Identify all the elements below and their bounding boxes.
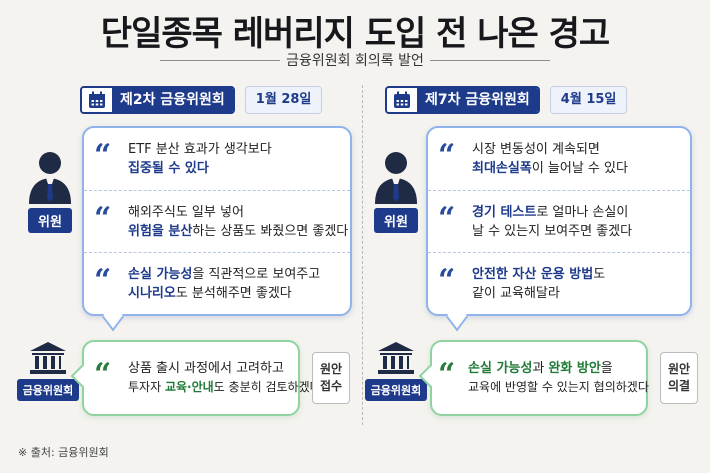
subtitle-row: 금융위원회 회의록 발언: [0, 50, 710, 70]
right-quote-2-line-2: 날 수 있는지 보여주면 좋겠다: [472, 223, 633, 239]
left-member-bubble: “ ETF 분산 효과가 생각보다 집중될 수 있다 “ 해외주식도 일부 넣어…: [82, 126, 352, 316]
quote-icon: “: [438, 357, 456, 392]
left-quote-2-line-1: 해외주식도 일부 넣어: [128, 204, 244, 220]
right-quote-3-highlight: 안전한 자산 운용 방법: [472, 266, 594, 282]
right-meeting-bar: 제7차 금융위원회 4월 15일: [385, 86, 628, 114]
left-institution: 금융위원회: [8, 340, 88, 401]
left-meeting-tag: 제2차 금융위원회: [80, 86, 235, 114]
right-reply-highlight-2: 완화 방안: [548, 361, 601, 376]
left-quote-2: “ 해외주식도 일부 넣어 위험을 분산하는 상품도 봐줬으면 좋겠다: [84, 190, 350, 252]
left-quote-3: “ 손실 가능성을 직관적으로 보여주고 시나리오도 분석해주면 좋겠다: [84, 252, 350, 314]
source-note: ※ 출처: 금융위원회: [18, 446, 109, 459]
right-quote-2-highlight: 경기 테스트: [472, 204, 537, 220]
left-member: 위원: [20, 148, 80, 233]
right-status-line-1: 원안: [667, 362, 691, 376]
right-status-box: 원안 의결: [660, 352, 698, 404]
right-reply-mid: 과: [532, 361, 549, 376]
right-reply-line-1-rest: 을: [600, 361, 613, 376]
right-reply-bubble: “ 손실 가능성과 완화 방안을 교육에 반영할 수 있는지 협의하겠다: [430, 340, 649, 416]
right-quote-3: “ 안전한 자산 운용 방법도 같이 교육해달라: [428, 252, 690, 314]
subtitle-line-left: [160, 60, 280, 61]
institution-building-icon: [378, 342, 414, 374]
left-reply-highlight: 교육·안내: [164, 380, 214, 394]
left-reply-bubble: “ 상품 출시 과정에서 고려하고 투자자 교육·안내도 충분히 검토하겠다: [82, 340, 321, 416]
left-date: 1월 28일: [244, 86, 323, 114]
subtitle-line-right: [430, 60, 550, 61]
right-meeting-label: 제7차 금융위원회: [417, 88, 538, 112]
right-member-label: 위원: [374, 208, 418, 233]
left-member-label: 위원: [28, 208, 72, 233]
quote-icon: “: [438, 262, 456, 298]
right-quote-3-line-2: 같이 교육해달라: [472, 285, 560, 301]
right-quote-2: “ 경기 테스트로 얼마나 손실이 날 수 있는지 보여주면 좋겠다: [428, 190, 690, 252]
page-title: 단일종목 레버리지 도입 전 나온 경고: [100, 14, 610, 54]
person-icon: [29, 152, 71, 204]
left-quote-3-line-1-rest: 을 직관적으로 보여주고: [192, 266, 321, 282]
left-reply-pre: 투자자: [128, 380, 165, 394]
left-status-box: 원안 접수: [312, 352, 350, 404]
quote-icon: “: [438, 138, 456, 173]
left-reply-rest: 도 충분히 검토하겠다: [213, 380, 321, 394]
calendar-icon: [82, 88, 112, 112]
right-quote-1-line-2-rest: 이 늘어날 수 있다: [531, 161, 628, 176]
column-divider: [362, 85, 363, 425]
quote-icon: “: [94, 200, 112, 236]
left-quote-3-highlight-2: 시나리오: [128, 285, 176, 301]
right-institution-label: 금융위원회: [364, 379, 428, 401]
left-quote-3-highlight-1: 손실 가능성: [128, 266, 193, 282]
left-institution-label: 금융위원회: [16, 379, 80, 401]
right-quote-1: “ 시장 변동성이 계속되면 최대손실폭이 늘어날 수 있다: [428, 128, 690, 190]
quote-icon: “: [94, 357, 112, 392]
left-quote-2-line-2-rest: 하는 상품도 봐줬으면 좋겠다: [192, 223, 349, 239]
left-quote-1-line-1: ETF 분산 효과가 생각보다: [128, 142, 272, 157]
quote-icon: “: [438, 200, 456, 236]
calendar-icon: [387, 88, 417, 112]
right-reply-highlight-1: 손실 가능성: [468, 361, 533, 376]
institution-building-icon: [30, 342, 66, 374]
left-quote-2-highlight: 위험을 분산: [128, 223, 193, 239]
quote-icon: “: [94, 262, 112, 298]
left-status-line-2: 접수: [319, 379, 343, 393]
right-quote-2-line-1-rest: 로 얼마나 손실이: [536, 204, 629, 220]
left-meeting-bar: 제2차 금융위원회 1월 28일: [80, 86, 323, 114]
left-quote-3-line-2-rest: 도 분석해주면 좋겠다: [175, 285, 292, 301]
right-date: 4월 15일: [549, 86, 628, 114]
right-status-line-2: 의결: [667, 379, 691, 393]
right-member-bubble: “ 시장 변동성이 계속되면 최대손실폭이 늘어날 수 있다 “ 경기 테스트로…: [426, 126, 692, 316]
right-institution: 금융위원회: [356, 340, 436, 401]
right-reply-line-2: 교육에 반영할 수 있는지 협의하겠다: [468, 380, 649, 394]
left-quote-1: “ ETF 분산 효과가 생각보다 집중될 수 있다: [84, 128, 350, 190]
right-meeting-tag: 제7차 금융위원회: [385, 86, 540, 114]
left-status-line-1: 원안: [319, 362, 343, 376]
right-quote-3-line-1-rest: 도: [593, 266, 606, 282]
quote-icon: “: [94, 138, 112, 173]
right-member: 위원: [366, 148, 426, 233]
left-reply: “ 상품 출시 과정에서 고려하고 투자자 교육·안내도 충분히 검토하겠다: [84, 342, 321, 414]
person-icon: [375, 152, 417, 204]
left-reply-line-1: 상품 출시 과정에서 고려하고: [128, 361, 284, 376]
left-meeting-label: 제2차 금융위원회: [112, 88, 233, 112]
left-quote-1-highlight: 집중될 수 있다: [128, 161, 209, 176]
right-quote-1-line-1: 시장 변동성이 계속되면: [472, 142, 600, 157]
subtitle: 금융위원회 회의록 발언: [278, 53, 432, 69]
right-reply: “ 손실 가능성과 완화 방안을 교육에 반영할 수 있는지 협의하겠다: [432, 342, 649, 414]
right-quote-1-highlight: 최대손실폭: [472, 161, 532, 176]
